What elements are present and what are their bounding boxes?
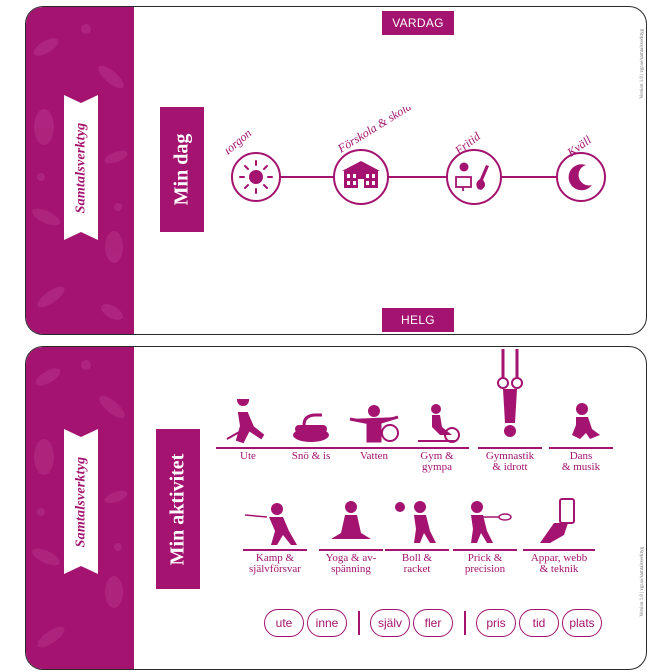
stage-label-forskola: Förskola & skola [334,107,414,156]
card-min-dag: Samtalsverktyg VARDAG HELG Min dag Versi… [25,6,647,335]
dancer-icon [572,403,600,439]
activity-gymnastik[interactable]: Gymnastik & idrott [475,349,545,473]
swimmer-icon [349,405,399,443]
gym-icon [418,404,460,443]
version-text: Version 1.0 | vgr.se/samtalsverktyg [640,29,645,99]
ribbon-notches [64,429,98,574]
sidebar-panel: Samtalsverktyg [26,7,134,334]
rings-gymnast-icon [497,349,523,437]
token-ute[interactable]: ute [264,609,304,637]
moon-stars-icon [556,152,606,202]
leisure-icon [446,149,502,205]
card-min-aktivitet: Samtalsverktyg Min aktivitet Version 1.0… [25,346,647,670]
activity-vatten[interactable]: Vatten [339,399,409,462]
ribbon-label: Samtalsverktyg [64,95,98,240]
day-timeline: Morgon Förskola & skola Fritid [226,107,606,205]
version-text: Version 1.0 | vgr.se/samtalsverktyg [640,547,645,617]
activity-appar[interactable]: Appar, webb & teknik [520,495,598,575]
archer-icon [471,501,512,543]
token-pris[interactable]: pris [476,609,516,637]
hiker-icon [226,399,265,444]
sidebar-panel: Samtalsverktyg [26,347,134,669]
activity-boll[interactable]: Boll & racket [382,495,452,575]
curling-stone-icon [293,413,329,442]
yoga-icon [331,501,371,539]
token-separator [358,611,360,635]
athlete-pattern [32,360,128,648]
athlete-pattern [32,24,128,320]
school-building-icon [333,149,389,205]
tag-helg: HELG [382,308,454,332]
activity-yoga[interactable]: Yoga & av- spänning [316,495,386,575]
activity-ute[interactable]: Ute [213,399,283,462]
token-tid[interactable]: tid [519,609,559,637]
activity-gym[interactable]: Gym & gympa [402,399,472,473]
token-inne[interactable]: inne [307,609,347,637]
token-fler[interactable]: fler [413,609,453,637]
fencer-icon [245,503,297,545]
ribbon-notches [64,95,98,240]
option-tokens: ute inne själv fler pris tid plats [264,609,605,637]
activity-kamp[interactable]: Kamp & självförsvar [240,495,310,575]
activity-prick[interactable]: Prick & precision [450,495,520,575]
page-title: Min dag [160,107,204,232]
token-sjalv[interactable]: själv [370,609,410,637]
activity-dans[interactable]: Dans & musik [546,399,616,473]
smartphone-hand-icon [540,498,575,543]
sun-icon [231,152,281,202]
token-separator [464,611,466,635]
tag-vardag: VARDAG [382,11,454,35]
page-title: Min aktivitet [156,429,200,589]
ball-thrower-icon [395,501,436,543]
ribbon-label: Samtalsverktyg [64,429,98,574]
activity-sno-is[interactable]: Snö & is [276,399,346,462]
token-plats[interactable]: plats [562,609,602,637]
